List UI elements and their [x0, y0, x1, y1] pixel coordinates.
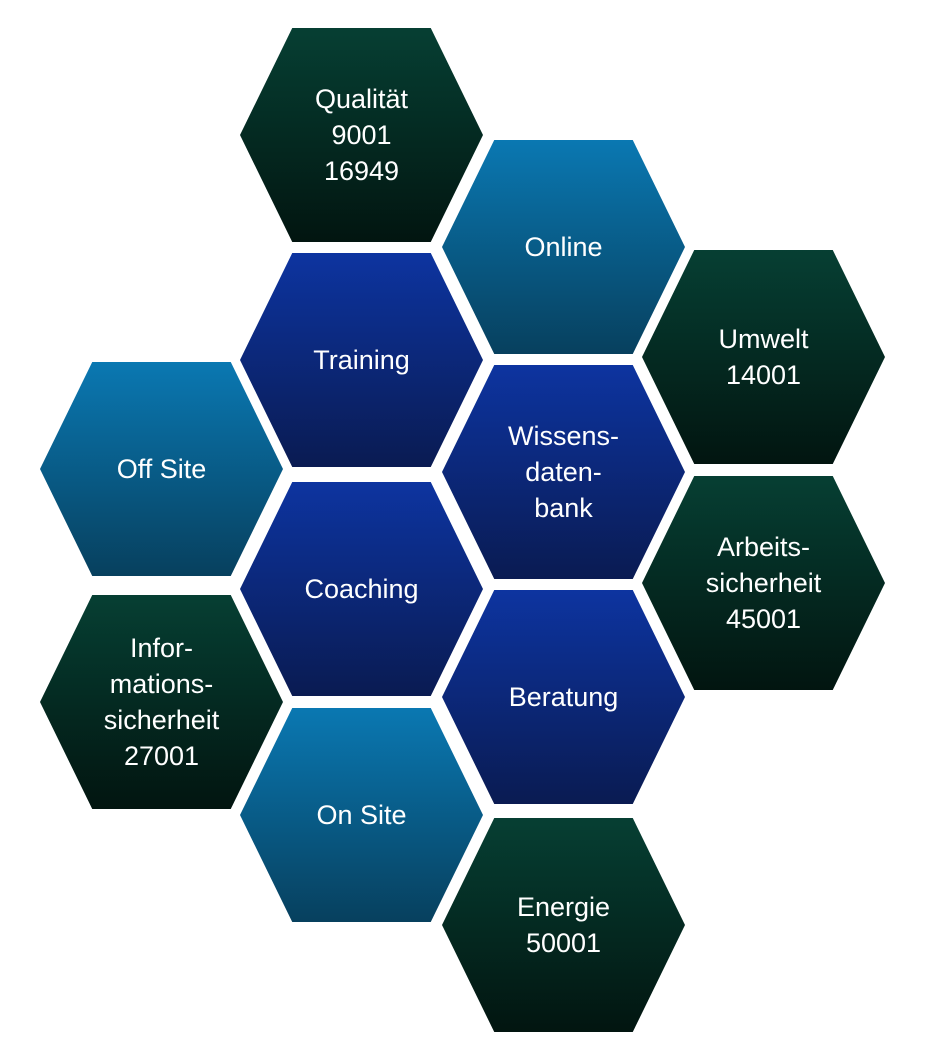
hex-label: Umwelt 14001	[718, 324, 809, 390]
hex-label: Energie 50001	[516, 892, 611, 958]
hex-label: Infor- mations- sicherheit 27001	[103, 633, 220, 771]
hex-label: Wissens- daten- bank	[507, 421, 619, 523]
hex-training: Training	[240, 253, 483, 467]
hex-label: On Site	[316, 800, 407, 830]
hex-label: Training	[313, 345, 410, 375]
hex-umwelt: Umwelt 14001	[642, 250, 885, 464]
hex-label: Online	[524, 232, 603, 262]
hex-arbeitssicherheit: Arbeits- sicherheit 45001	[642, 476, 885, 690]
hex-beratung: Beratung	[442, 590, 685, 804]
hex-label: Coaching	[304, 574, 419, 604]
hex-qualitaet: Qualität 9001 16949	[240, 28, 483, 242]
hex-label: Qualität 9001 16949	[314, 84, 409, 186]
hex-coaching: Coaching	[240, 482, 483, 696]
hex-label: Arbeits- sicherheit 45001	[705, 532, 822, 634]
hex-off-site: Off Site	[40, 362, 283, 576]
hex-label: Off Site	[116, 454, 207, 484]
hex-label: Beratung	[508, 682, 619, 712]
hex-informationssicherheit: Infor- mations- sicherheit 27001	[40, 595, 283, 809]
hex-on-site: On Site	[240, 708, 483, 922]
hex-online: Online	[442, 140, 685, 354]
hex-wissensdatenbank: Wissens- daten- bank	[442, 365, 685, 579]
hex-energie: Energie 50001	[442, 818, 685, 1032]
